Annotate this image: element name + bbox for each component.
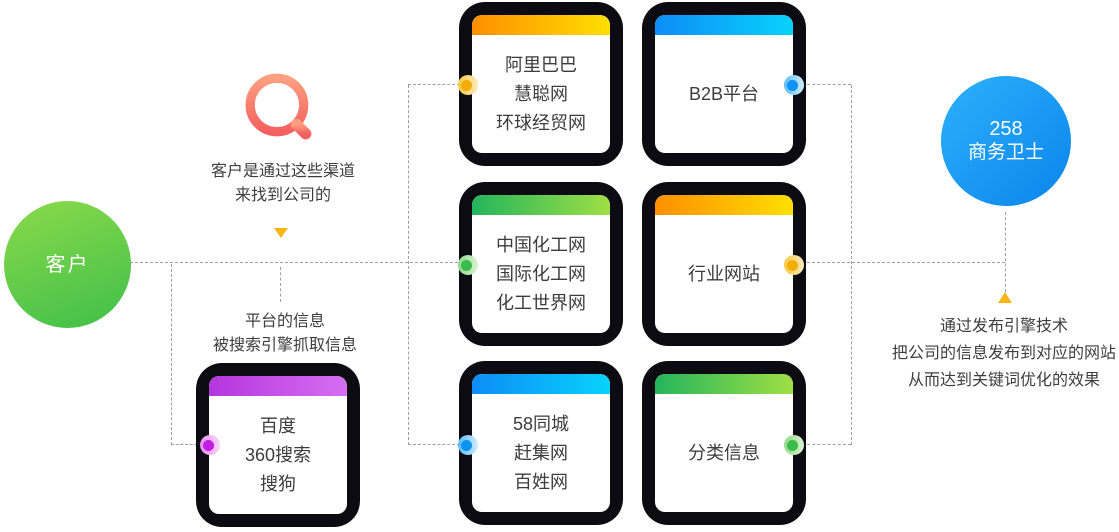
card-line: 分类信息 — [688, 442, 760, 463]
publish-note-line3: 从而达到关键词优化的效果 — [907, 372, 1100, 389]
card-line: 搜狗 — [260, 473, 296, 494]
card-header-gradient — [655, 15, 793, 35]
connector-left-vertical — [171, 264, 172, 445]
card-b2b-sites: 阿里巴巴 慧聪网 环球经贸网 — [459, 2, 623, 166]
dot-core — [787, 439, 798, 451]
card-line: 化工世界网 — [496, 292, 586, 313]
card-line: 阿里巴巴 — [505, 54, 577, 75]
publish-note-line1: 通过发布引擎技术 — [939, 318, 1068, 335]
connector-stub-b2b-sites — [408, 84, 460, 85]
card-body: 阿里巴巴 慧聪网 环球经贸网 — [472, 35, 610, 153]
card-line: 慧聪网 — [514, 83, 568, 104]
card-classified-sites: 58同城 赶集网 百姓网 — [459, 361, 623, 525]
card-classified-category: 分类信息 — [642, 361, 806, 525]
connector-stub-b2b-category — [802, 84, 851, 85]
publish-note-line2: 把公司的信息发布到对应的网站 — [891, 345, 1116, 362]
card-line: 国际化工网 — [496, 263, 586, 284]
card-line: 赶集网 — [514, 442, 568, 463]
dot-core — [461, 259, 472, 271]
dot-classified-sites — [458, 435, 478, 455]
connector-middle-vertical — [408, 85, 409, 445]
card-header-gradient — [472, 374, 610, 394]
dot-b2b-sites — [458, 75, 478, 95]
platform-note-line1: 平台的信息 — [244, 313, 325, 330]
card-line: 百姓网 — [514, 471, 568, 492]
connector-right-vertical — [851, 85, 852, 445]
channel-note-line1: 客户是通过这些渠道 — [210, 163, 355, 180]
card-line: 58同城 — [512, 413, 570, 434]
channel-note-line2: 来找到公司的 — [234, 187, 331, 204]
service-circle: 258 商务卫士 — [941, 76, 1071, 206]
dot-industry-category — [784, 255, 804, 275]
connector-stub-search-engines — [171, 444, 202, 445]
dot-industry-sites — [458, 255, 478, 275]
card-search-engines: 百度 360搜索 搜狗 — [196, 363, 360, 527]
customer-circle: 客户 — [4, 201, 131, 328]
card-line: 环球经贸网 — [496, 112, 586, 133]
dot-core — [461, 79, 472, 91]
search-icon — [245, 73, 312, 140]
service-line2: 商务卫士 — [967, 142, 1044, 163]
platform-note: 平台的信息 被搜索引擎抓取信息 — [160, 310, 410, 358]
card-line: 中国化工网 — [496, 234, 586, 255]
dot-core — [787, 79, 798, 91]
card-line: 行业网站 — [688, 263, 760, 284]
card-body: 分类信息 — [655, 394, 793, 512]
card-body: 中国化工网 国际化工网 化工世界网 — [472, 215, 610, 333]
card-header-gradient — [472, 15, 610, 35]
card-body: 百度 360搜索 搜狗 — [209, 396, 347, 514]
card-line: B2B平台 — [688, 83, 760, 104]
dot-core — [787, 259, 798, 271]
connector-customer-main — [130, 262, 468, 263]
card-industry-sites: 中国化工网 国际化工网 化工世界网 — [459, 182, 623, 346]
card-line: 百度 — [260, 415, 296, 436]
card-line: 360搜索 — [244, 444, 312, 465]
card-body: B2B平台 — [655, 35, 793, 153]
up-triangle-icon — [998, 292, 1012, 303]
down-triangle-icon — [274, 228, 288, 238]
customer-label: 客户 — [45, 253, 90, 276]
dot-search-engines — [200, 435, 220, 455]
connector-stub-classified-sites — [408, 444, 460, 445]
card-industry-category: 行业网站 — [642, 182, 806, 346]
card-header-gradient — [655, 374, 793, 394]
card-body: 58同城 赶集网 百姓网 — [472, 394, 610, 512]
card-header-gradient — [209, 376, 347, 396]
dot-core — [203, 439, 214, 451]
card-b2b-category: B2B平台 — [642, 2, 806, 166]
card-header-gradient — [655, 195, 793, 215]
dot-b2b-category — [784, 75, 804, 95]
channel-note: 客户是通过这些渠道 来找到公司的 — [158, 160, 408, 208]
card-body: 行业网站 — [655, 215, 793, 333]
publish-note: 通过发布引擎技术 把公司的信息发布到对应的网站 从而达到关键词优化的效果 — [882, 313, 1119, 394]
card-header-gradient — [472, 195, 610, 215]
connector-industry-to-service — [802, 262, 1005, 263]
dot-core — [461, 439, 472, 451]
connector-service-down — [1005, 212, 1006, 292]
connector-stub-classified-category — [802, 444, 851, 445]
platform-note-line2: 被搜索引擎抓取信息 — [212, 337, 357, 354]
connector-stub-platform-note — [280, 267, 281, 302]
service-line1: 258 — [989, 118, 1023, 140]
dot-classified-category — [784, 435, 804, 455]
